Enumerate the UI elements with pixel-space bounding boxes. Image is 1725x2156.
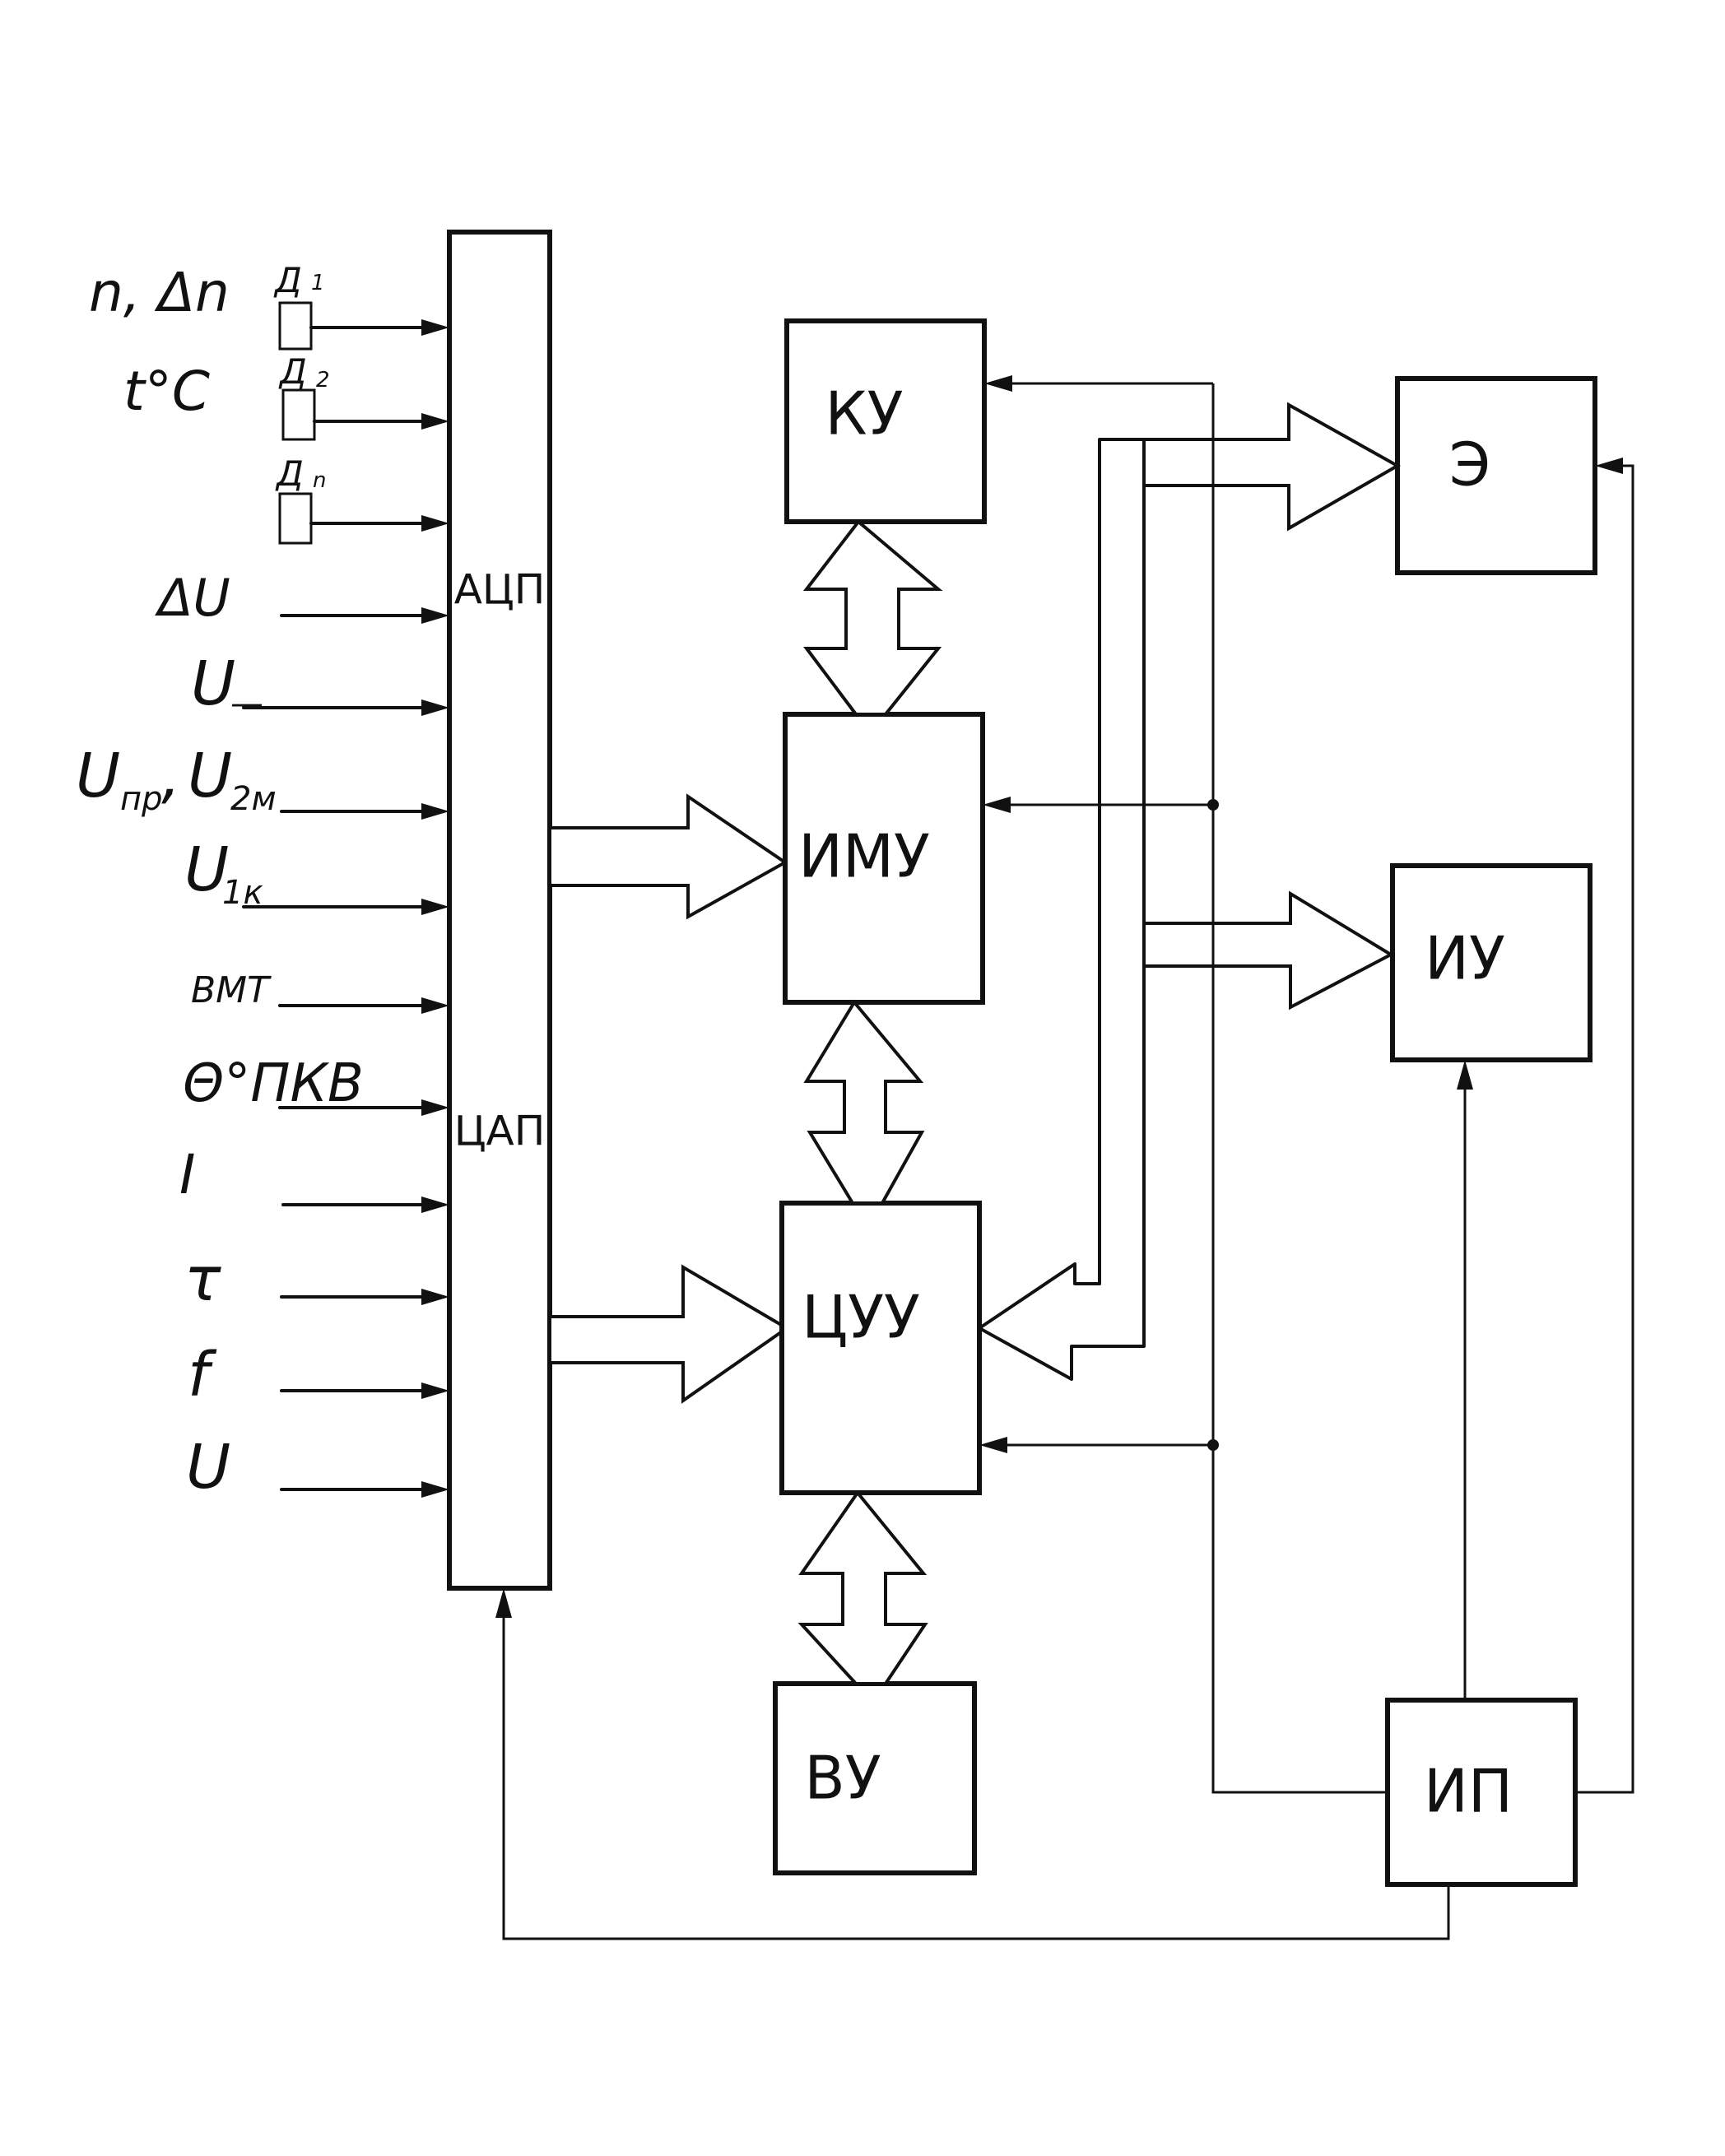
bus-ku-imu xyxy=(802,519,943,716)
svg-text:ВУ: ВУ xyxy=(804,1744,881,1813)
adc-label: АЦП xyxy=(454,566,546,614)
svg-text:ЦУУ: ЦУУ xyxy=(802,1283,920,1352)
svg-text:U: U xyxy=(76,741,120,811)
bus-arrow-to-e xyxy=(1100,402,1402,532)
block-cuu: ЦУУ xyxy=(779,1201,982,1495)
adc-dac-converter: АЦП ЦАП xyxy=(447,230,552,1591)
bus-imu-cuu xyxy=(803,999,925,1205)
svg-text:Д: Д xyxy=(273,260,302,300)
svg-text:пр: пр xyxy=(120,780,163,818)
svg-text:n: n xyxy=(313,468,326,493)
block-ku: КУ xyxy=(784,318,987,524)
svg-text:,: , xyxy=(161,741,181,811)
sensor-d1: Д 1 xyxy=(273,260,325,351)
control-lines xyxy=(495,375,1634,1940)
svg-text:Д: Д xyxy=(278,351,307,392)
input-arrows xyxy=(242,319,449,1498)
sensor-dn: Д n xyxy=(275,453,326,545)
input-label-u1k: U 1к xyxy=(184,834,263,912)
input-label-theta: Θ°ПКВ xyxy=(183,1053,364,1114)
svg-text:U: U xyxy=(188,741,232,811)
block-iu: ИУ xyxy=(1390,863,1592,1062)
svg-text:U: U xyxy=(191,648,235,719)
svg-text:2: 2 xyxy=(316,368,330,393)
svg-text:КУ: КУ xyxy=(825,379,904,448)
input-label-f: f xyxy=(188,1340,217,1410)
input-label-du: ΔU xyxy=(155,568,230,628)
svg-text:ИП: ИП xyxy=(1424,1757,1513,1826)
input-label-i: I xyxy=(179,1143,195,1206)
dac-label: ЦАП xyxy=(454,1108,546,1155)
bus-from-right-to-cuu xyxy=(978,438,1146,1381)
sensor-d2: Д 2 xyxy=(278,351,330,441)
input-label-vmt: ВМТ xyxy=(191,969,272,1011)
bus-arrow-to-imu xyxy=(548,793,788,920)
bus-arrow-to-cuu xyxy=(548,1264,790,1404)
block-imu: ИМУ xyxy=(783,712,985,1005)
input-label-n: n, Δn xyxy=(89,261,230,324)
bus-cuu-vu xyxy=(797,1489,928,1685)
svg-text:2м: 2м xyxy=(230,780,277,818)
input-label-udc: U — xyxy=(191,648,263,723)
input-label-u: U xyxy=(186,1432,230,1503)
bus-arrow-to-iu xyxy=(1142,890,1395,1011)
svg-text:U: U xyxy=(184,834,229,905)
svg-text:—: — xyxy=(230,685,263,723)
block-ip: ИП xyxy=(1385,1698,1578,1887)
input-label-tau: τ xyxy=(184,1244,221,1315)
input-label-upr-u2m: U пр , U 2м xyxy=(76,741,277,818)
block-vu: ВУ xyxy=(773,1681,977,1875)
svg-text:Д: Д xyxy=(275,453,304,494)
input-label-t: t°C xyxy=(123,360,210,423)
svg-text:ИМУ: ИМУ xyxy=(798,822,930,891)
svg-text:Э: Э xyxy=(1449,430,1490,500)
svg-text:1: 1 xyxy=(311,271,325,295)
svg-text:ИУ: ИУ xyxy=(1425,924,1505,993)
block-e: Э xyxy=(1395,376,1597,575)
